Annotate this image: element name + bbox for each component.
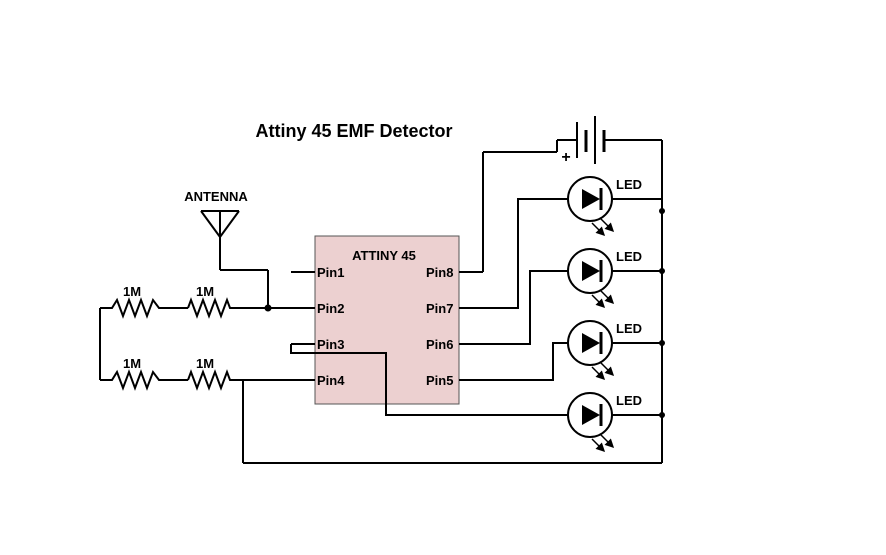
resistor-top-left [100,297,188,319]
led-label-3: LED [616,321,642,336]
diagram-title: Attiny 45 EMF Detector [255,121,452,141]
battery-polarity: + [561,149,570,166]
wire-pin7 [459,198,568,309]
led-3 [567,320,665,381]
led-label-2: LED [616,249,642,264]
pin6-label: Pin6 [426,337,453,352]
wire-pin6 [459,270,568,345]
pin4-label: Pin4 [317,373,345,388]
battery-icon [459,116,662,273]
pin7-label: Pin7 [426,301,453,316]
resistor-label-4: 1M [196,356,214,371]
led-label-1: LED [616,177,642,192]
pin2-label: Pin2 [317,301,344,316]
led-1 [567,176,665,237]
wire-pin5 [459,342,568,381]
antenna-label: ANTENNA [184,189,248,204]
led-label-4: LED [616,393,642,408]
resistor-top-right [187,297,268,319]
pin-stubs-left [243,271,315,381]
pin1-label: Pin1 [317,265,344,280]
resistor-label-2: 1M [196,284,214,299]
led-4 [567,392,665,453]
junction-pin2 [264,304,272,312]
resistor-bottom-left [100,369,188,391]
resistor-label-1: 1M [123,284,141,299]
pin3-label: Pin3 [317,337,344,352]
led-2 [567,248,665,309]
pin5-label: Pin5 [426,373,453,388]
antenna-icon [200,210,269,308]
pin8-label: Pin8 [426,265,453,280]
ground-bus [242,140,663,464]
resistor-label-3: 1M [123,356,141,371]
wire-pin3 [290,344,568,416]
chip-label: ATTINY 45 [352,248,416,263]
resistor-bottom-right [187,369,243,391]
